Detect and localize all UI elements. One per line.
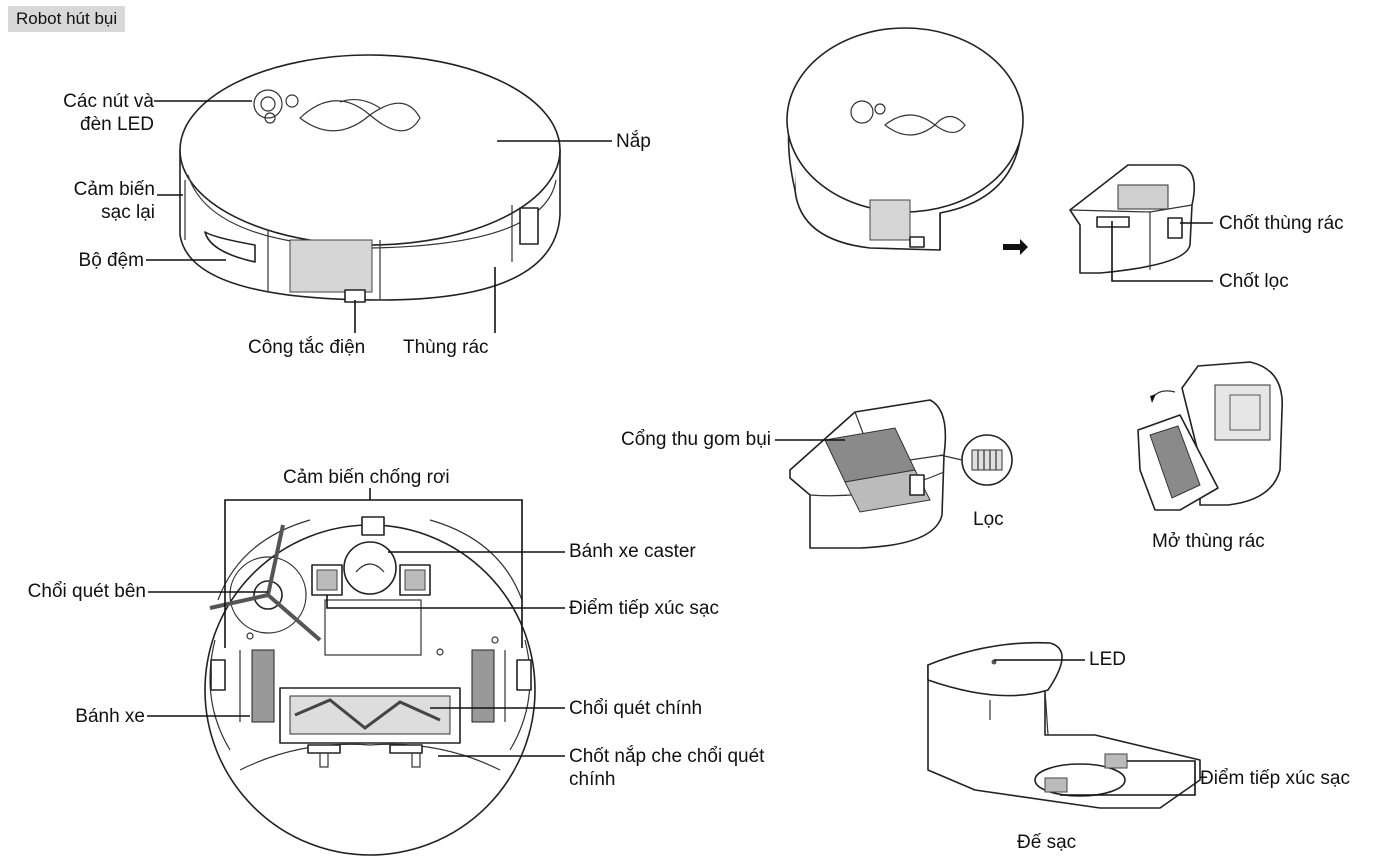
label-dust-port: Cổng thu gom bụi [621, 429, 771, 450]
open-bin-illustration [1137, 361, 1283, 511]
label-charge-contacts-dock: Điểm tiếp xúc sạc [1200, 768, 1350, 789]
robot-bottom-leaders [147, 488, 565, 757]
label-caster-wheel: Bánh xe caster [569, 541, 696, 562]
label-bumper: Bộ đệm [78, 250, 144, 271]
label-filter: Lọc [973, 509, 1004, 530]
label-recharge-sensor: Cảm biến sạc lại [73, 179, 155, 223]
label-dock: Đế sạc [1017, 832, 1077, 853]
label-wheel: Bánh xe [75, 706, 145, 727]
label-side-brush: Chổi quét bên [27, 581, 146, 602]
section-tag: Robot hút bụi [8, 6, 126, 32]
robot-bottom-illustration [204, 516, 536, 856]
label-open-bin: Mở thùng rác [1152, 531, 1265, 552]
bin-leaders [1111, 221, 1213, 282]
label-filter-latch: Chốt lọc [1219, 271, 1289, 292]
robot-top-leaders [146, 100, 612, 333]
label-dustbin: Thùng rác [403, 337, 489, 358]
robot-top-illustration [179, 54, 561, 303]
label-charge-contacts-bottom: Điểm tiếp xúc sạc [569, 598, 719, 619]
label-bin-latch: Chốt thùng rác [1219, 213, 1344, 234]
label-main-brush: Chổi quét chính [569, 698, 703, 719]
robot-bin-removed-illustration [786, 27, 1196, 274]
label-power-switch: Công tắc điện [248, 337, 366, 358]
bin-filter-illustration [789, 399, 1013, 549]
label-led: LED [1089, 649, 1126, 670]
label-brush-cover-latch: Chốt nắp che chổi quét chính [569, 746, 765, 790]
label-lid: Nắp [616, 131, 651, 152]
dock-leaders [994, 659, 1196, 796]
label-cliff-sensor: Cảm biến chống rơi [283, 467, 450, 488]
label-buttons-led: Các nút và đèn LED [63, 91, 154, 135]
dock-illustration [927, 641, 1201, 809]
